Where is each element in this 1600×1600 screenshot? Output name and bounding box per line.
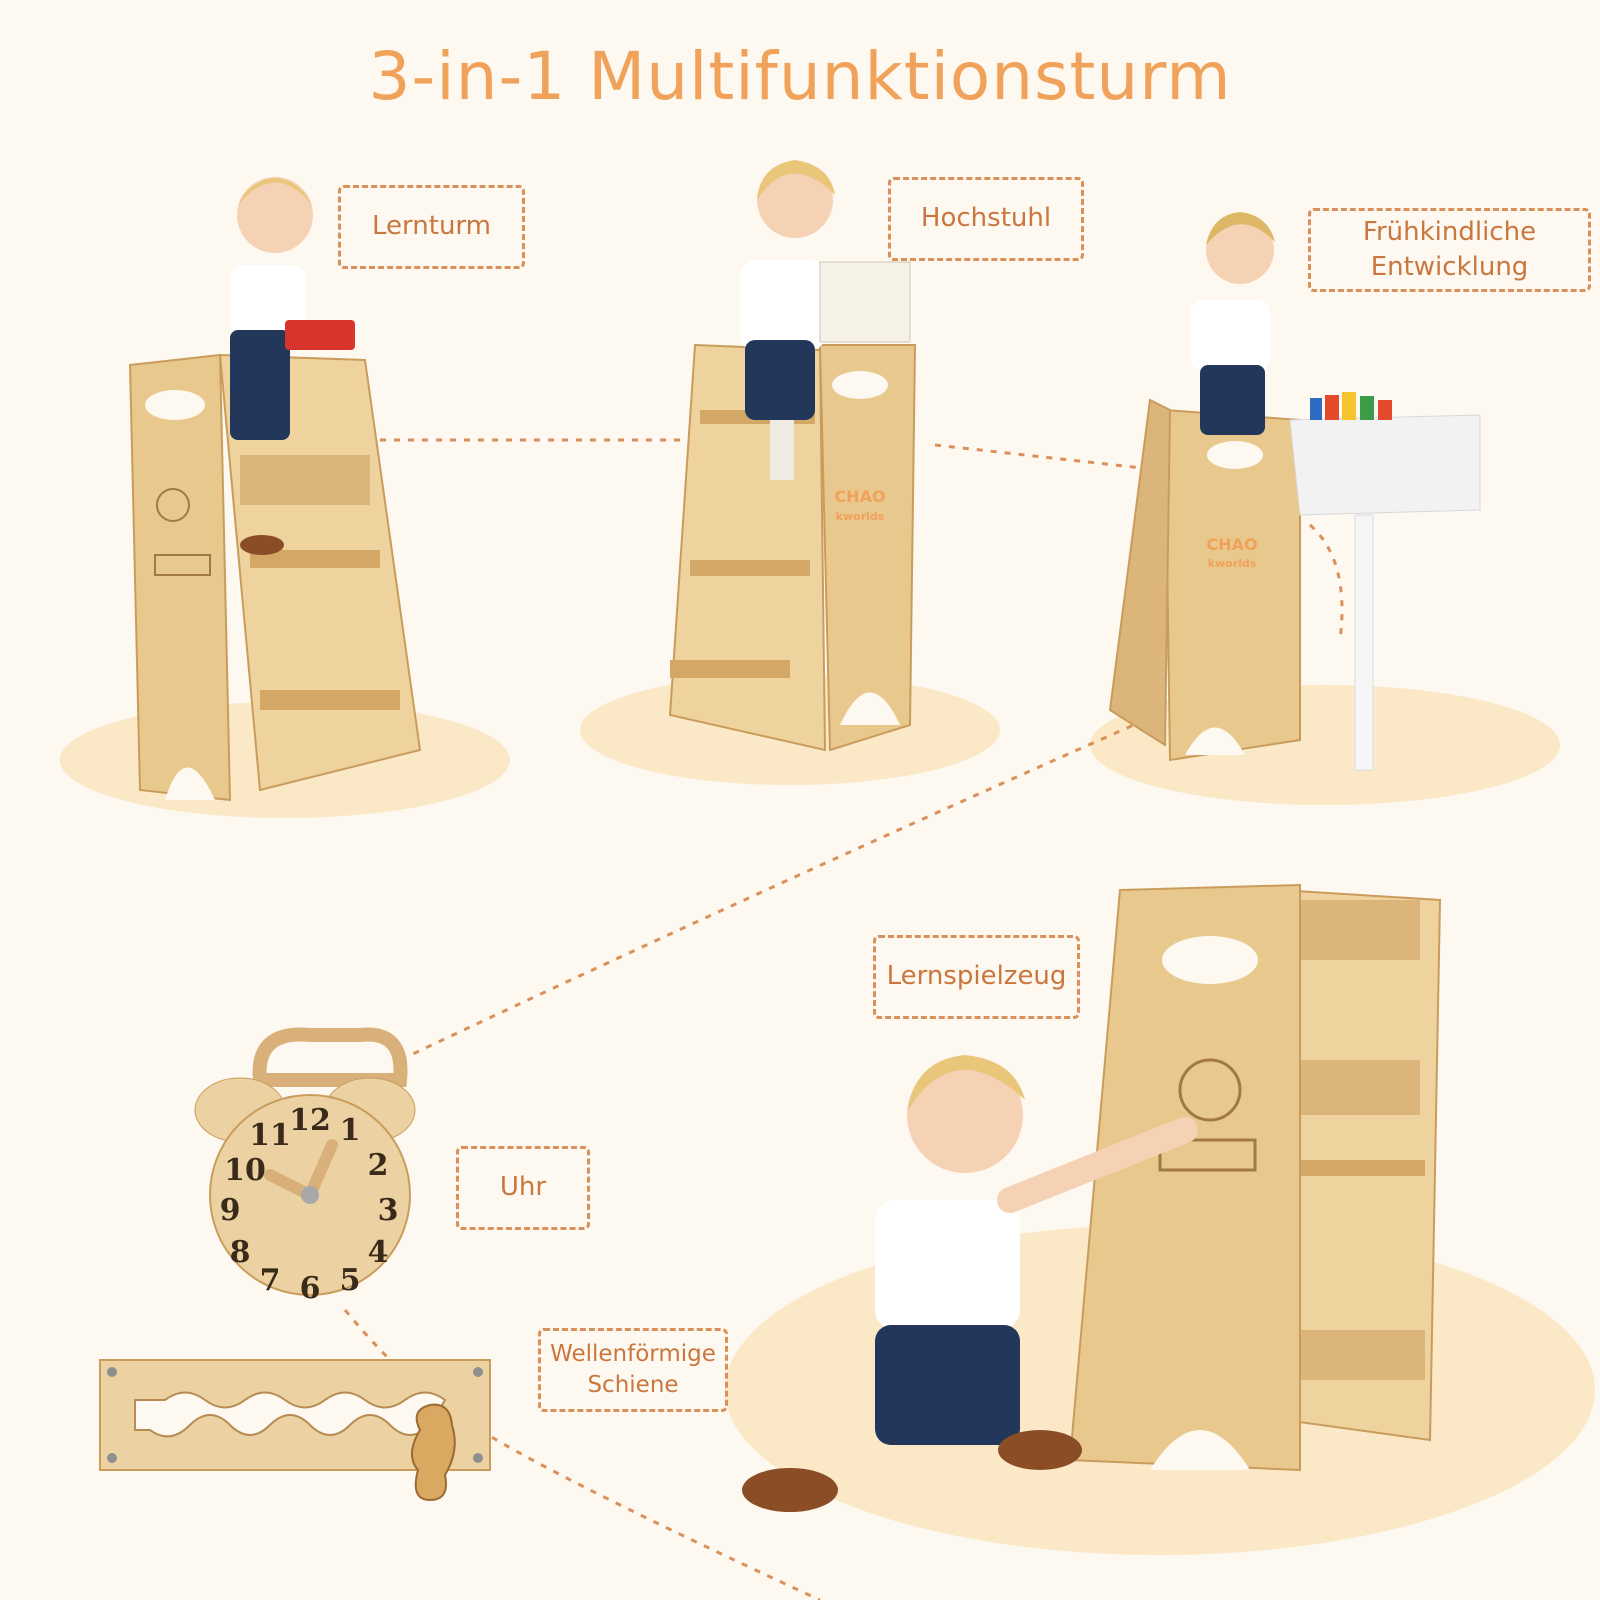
play-table-illustration [1289,392,1481,771]
label-lernturm-text: Lernturm [372,211,491,242]
tower-highchair-illustration: CHAO kworlds [668,343,917,752]
label-hochstuhl: Hochstuhl [888,177,1084,261]
clock-number-1: 1 [340,1113,361,1148]
child-figure-2 [740,160,911,480]
dinosaur-slider-icon [411,1403,456,1502]
child-figure-3 [1190,212,1275,435]
tower-learning-illustration [128,353,422,802]
label-fruehkindliche-entwicklung: Frühkindliche Entwicklung [1308,208,1591,292]
label-fruehkindliche-line2: Entwicklung [1370,252,1529,282]
tower-development-illustration: CHAO kworlds [1108,398,1301,762]
brand-logo-text-1: CHAO [834,487,885,506]
brand-logo-subtext-2: kworlds [1208,557,1257,570]
clock-number-8: 8 [230,1235,251,1270]
clock-number-12: 12 [289,1103,331,1138]
connector-lines [343,438,1344,1600]
clock-number-11: 11 [249,1118,291,1153]
label-lernturm: Lernturm [338,185,525,269]
child-figure-4 [742,1055,1198,1512]
wave-rail-toy-illustration [99,1359,491,1502]
label-uhr-text: Uhr [499,1172,547,1203]
label-hochstuhl-text: Hochstuhl [920,203,1052,234]
clock-number-3: 3 [378,1193,399,1228]
child-figure-1 [230,177,355,555]
label-schiene-line1: Wellenförmige [550,1340,716,1367]
clock-number-5: 5 [340,1263,361,1298]
clock-number-9: 9 [220,1193,241,1228]
clock-number-4: 4 [368,1235,389,1270]
label-lernspielzeug: Lernspielzeug [873,935,1080,1019]
clock-number-2: 2 [368,1148,389,1183]
label-lernspielzeug-text: Lernspielzeug [886,961,1067,992]
tower-closeup-illustration [1068,883,1442,1472]
label-uhr: Uhr [456,1146,590,1230]
label-fruehkindliche-line1: Frühkindliche [1362,216,1537,247]
brand-logo-text-2: CHAO [1206,535,1257,554]
label-wellenfoermige-schiene: Wellenförmige Schiene [538,1328,728,1412]
label-schiene-line2: Schiene [587,1372,679,1398]
clock-number-7: 7 [260,1263,281,1298]
brand-logo-subtext-1: kworlds [836,510,885,523]
clock-number-10: 10 [224,1153,266,1188]
clock-number-6: 6 [300,1271,321,1306]
clock-toy-illustration: 12 1 2 3 4 5 6 7 8 9 10 11 [194,1027,416,1306]
page-title: 3-in-1 Multifunktionsturm [368,38,1232,115]
